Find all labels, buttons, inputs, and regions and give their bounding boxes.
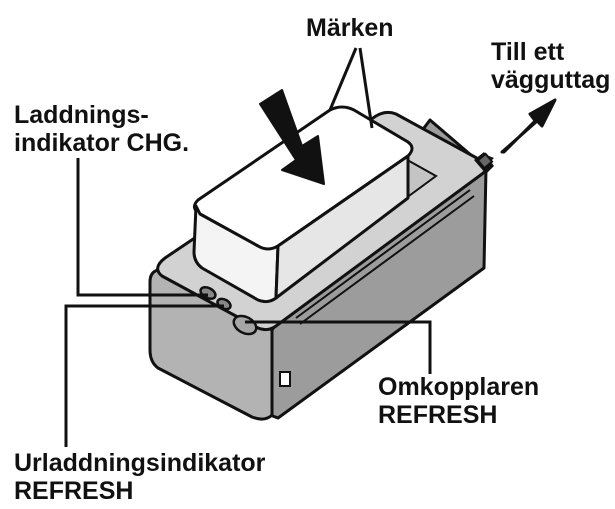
leader-marks-right [358, 47, 374, 129]
marks-label-text: Märken [306, 14, 394, 42]
charge-indicator-label-line-2: indikator CHG. [14, 129, 190, 157]
leader-refresh-switch [245, 320, 432, 374]
refresh-switch [232, 314, 258, 336]
discharge-indicator-label: Urladdningsindikator REFRESH [14, 449, 265, 505]
refresh-switch-label: Omkopplaren REFRESH [378, 373, 539, 429]
leader-charge-indicator [76, 158, 208, 297]
charger-vent [279, 371, 291, 387]
marks-label: Märken [306, 14, 394, 42]
plug-connector [476, 152, 494, 170]
leader-discharge-indicator [64, 304, 224, 447]
insert-arrow-icon [259, 89, 325, 185]
refresh-switch-label-line-1: Omkopplaren [378, 373, 540, 401]
wall-outlet-label-line-1: Till ett [491, 38, 565, 66]
charge-indicator-label: Laddnings- indikator CHG. [14, 101, 189, 157]
charger-slot-lines [295, 189, 475, 325]
wall-outlet-label: Till ett vägguttag [491, 38, 610, 94]
discharge-indicator-label-line-1: Urladdningsindikator [14, 449, 266, 477]
charge-indicator-label-line-1: Laddnings- [14, 101, 149, 129]
refresh-switch-label-line-2: REFRESH [378, 401, 498, 429]
battery-front [192, 204, 280, 304]
leader-lines [64, 47, 432, 447]
discharge-indicator-label-line-2: REFRESH [14, 477, 134, 505]
outlet-arrow-icon [500, 98, 557, 154]
battery-side [274, 154, 410, 300]
wall-outlet-label-line-2: vägguttag [491, 66, 611, 94]
leader-marks-left [328, 47, 358, 111]
